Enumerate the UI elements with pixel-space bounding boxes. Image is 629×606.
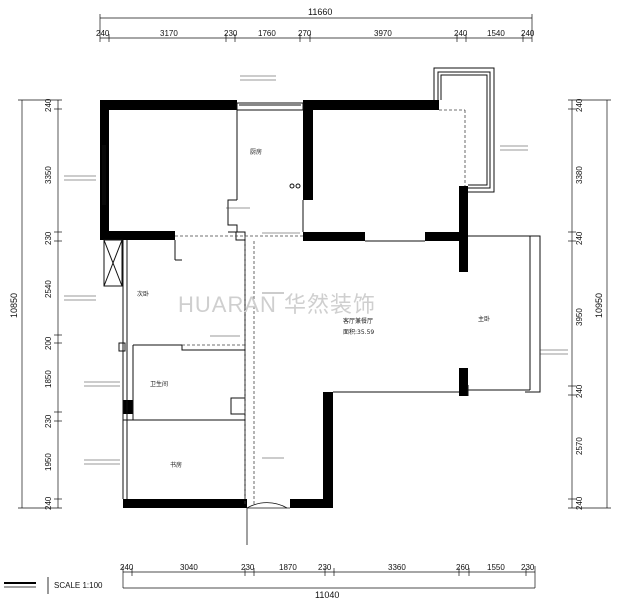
right-dim-labels: 240 3380 240 3950 240 2570 240 bbox=[575, 98, 584, 510]
bottom-dim: 1870 bbox=[279, 563, 297, 572]
room-label-living: 客厅兼餐厅 bbox=[343, 317, 373, 325]
top-dim: 1760 bbox=[258, 29, 276, 38]
bottom-dim: 1550 bbox=[487, 563, 505, 572]
bottom-dim: 230 bbox=[318, 563, 332, 572]
right-dim: 240 bbox=[575, 384, 584, 398]
right-total-dim: 10950 bbox=[594, 293, 604, 318]
left-dim: 3350 bbox=[44, 166, 53, 184]
right-dim: 3380 bbox=[575, 166, 584, 184]
right-dim: 240 bbox=[575, 496, 584, 510]
room-label-bath: 卫生间 bbox=[150, 380, 168, 388]
annotation-marks bbox=[64, 75, 568, 465]
top-dimension bbox=[99, 14, 533, 42]
left-dim: 240 bbox=[44, 496, 53, 510]
right-dim: 240 bbox=[575, 98, 584, 112]
dashed-lines bbox=[175, 109, 466, 505]
watermark: HUARAN 华然装饰 bbox=[178, 292, 376, 317]
top-dim: 270 bbox=[298, 29, 312, 38]
left-dim: 230 bbox=[44, 231, 53, 245]
bottom-total-dim: 11040 bbox=[315, 590, 339, 600]
top-dim: 3970 bbox=[374, 29, 392, 38]
entry-door bbox=[246, 502, 290, 545]
left-dimension bbox=[18, 99, 62, 509]
left-dim: 230 bbox=[44, 414, 53, 428]
right-dim: 240 bbox=[575, 231, 584, 245]
top-dim: 230 bbox=[224, 29, 238, 38]
bottom-dim: 3040 bbox=[180, 563, 198, 572]
room-label-bedroom-left-mid: 次卧 bbox=[137, 290, 149, 298]
room-label-bedroom-bottom: 书房 bbox=[170, 461, 182, 469]
top-dim: 3170 bbox=[160, 29, 178, 38]
top-dim: 1540 bbox=[487, 29, 505, 38]
thin-walls bbox=[102, 67, 541, 499]
top-dim-labels: 240 3170 230 1760 270 3970 240 1540 240 bbox=[96, 29, 535, 38]
bottom-dimension bbox=[122, 566, 536, 589]
top-dim: 240 bbox=[454, 29, 468, 38]
left-total-dim: 10850 bbox=[9, 293, 19, 318]
room-label-kitchen: 厨房 bbox=[250, 148, 262, 156]
bottom-dim: 3360 bbox=[388, 563, 406, 572]
top-total-dim: 11660 bbox=[308, 7, 332, 17]
bottom-dim: 230 bbox=[521, 563, 535, 572]
room-labels: 厨房 次卧 客厅兼餐厅 面积:35.59 主卧 卫生间 书房 bbox=[137, 148, 490, 469]
left-dim: 200 bbox=[44, 336, 53, 350]
left-dim: 1950 bbox=[44, 453, 53, 471]
scale-label: SCALE 1:100 bbox=[54, 581, 103, 590]
room-label-living-area: 面积:35.59 bbox=[343, 328, 374, 336]
bottom-dim: 240 bbox=[120, 563, 134, 572]
left-dim-labels: 240 3350 230 2540 200 1850 230 1950 240 bbox=[44, 98, 53, 510]
top-dim: 240 bbox=[96, 29, 110, 38]
scale-bar: SCALE 1:100 bbox=[4, 577, 103, 594]
left-dim: 240 bbox=[44, 98, 53, 112]
right-dim: 3950 bbox=[575, 308, 584, 326]
bottom-dim-labels: 240 3040 230 1870 230 3360 260 1550 230 bbox=[120, 563, 535, 572]
room-label-bedroom-right: 主卧 bbox=[478, 315, 490, 323]
left-dim: 2540 bbox=[44, 280, 53, 298]
left-dim: 1850 bbox=[44, 370, 53, 388]
top-dim: 240 bbox=[521, 29, 535, 38]
right-dim: 2570 bbox=[575, 437, 584, 455]
right-dimension bbox=[568, 99, 611, 509]
bottom-dim: 260 bbox=[456, 563, 470, 572]
bottom-dim: 230 bbox=[241, 563, 255, 572]
